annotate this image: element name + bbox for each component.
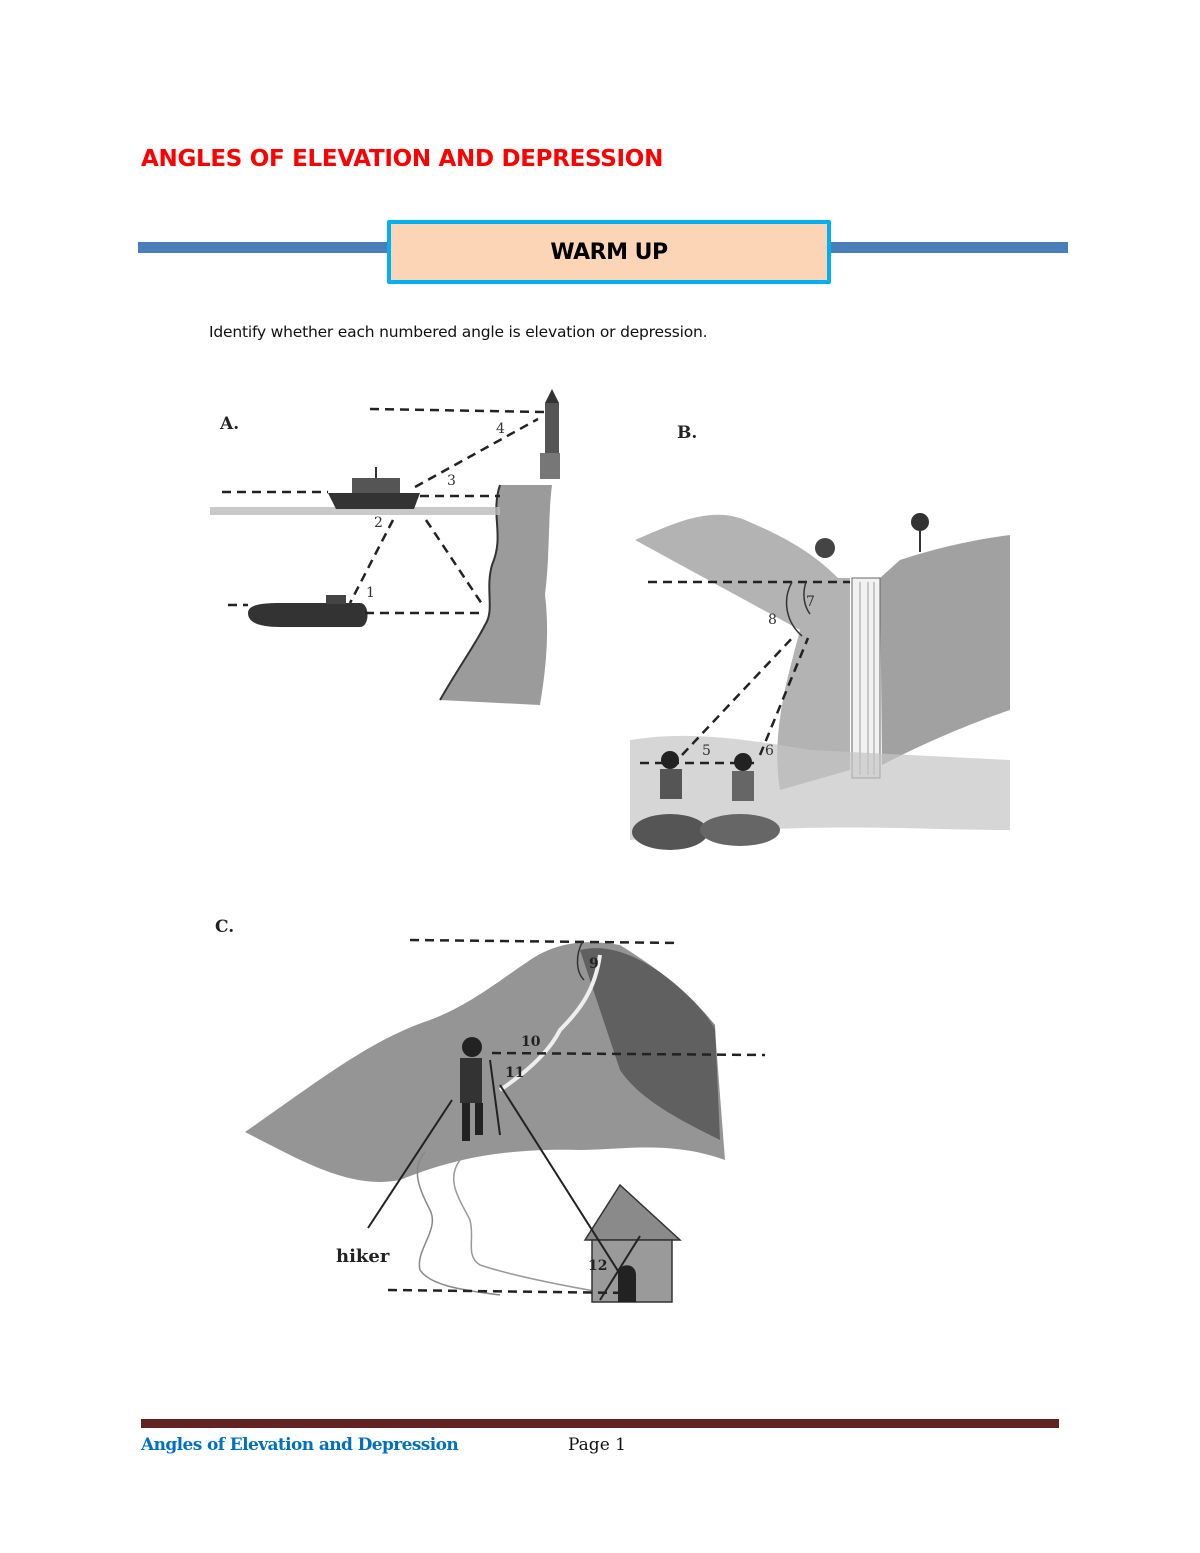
angle-11-label: 11 [505,1065,524,1081]
hiker-callout-label: hiker [336,1246,390,1267]
waterfall [851,577,881,779]
angle-7-label: 7 [806,594,815,610]
sight-line-12 [499,1084,633,1294]
right-cliff [880,535,1010,765]
page-title: ANGLES OF ELEVATION AND DEPRESSION [141,146,664,172]
angle-9-arc [576,940,585,981]
ground [630,735,1010,840]
angle-1-label: 1 [366,585,375,601]
boat-icon [328,493,420,509]
angle-6-label: 6 [765,743,774,759]
sight-lines-a [222,407,546,615]
angle-2-label: 2 [374,515,383,531]
footer-title: Angles of Elevation and Depression [141,1435,459,1455]
figure-b-label: B. [677,423,697,443]
trail [416,1151,501,1296]
sight-lines-b [640,580,850,765]
figure-a-label: A. [219,414,239,434]
angle-3-label: 3 [447,473,456,489]
angle-8-label: 8 [768,612,777,628]
figure-a-lighthouse: A. 4 3 2 1 [210,389,560,705]
angle-5-label: 5 [702,743,711,759]
angle-9-label: 9 [589,956,599,972]
angle-4-label: 4 [496,421,505,437]
footer-rule [141,1419,1059,1428]
instructions-text: Identify whether each numbered angle is … [209,323,708,341]
figure-c-mountain: C. 9 10 11 12 hiker [215,917,766,1303]
figure-b-waterfall: B. 7 8 5 6 [630,423,1010,850]
angle-12-label: 12 [588,1258,607,1274]
figure-c-label: C. [215,917,234,937]
section-banner-label: WARM UP [550,239,668,265]
hut-roof [583,1183,682,1241]
observer-1-icon [661,751,679,769]
angle-8-arc [785,581,803,637]
banner-rule-left [138,242,390,253]
sight-lines-c [387,938,766,1295]
banner-rule-right [828,242,1068,253]
hiker-icon [462,1037,482,1057]
angle-10-label: 10 [521,1034,541,1050]
tree-icon [911,513,929,531]
hiker-callout-line [367,1099,453,1229]
cliff-shape [440,485,552,705]
submarine-icon [248,603,368,627]
observer-2-icon [734,753,752,771]
footer-page-number: Page 1 [568,1435,626,1455]
angle-7-arc [803,581,811,615]
left-cliff [635,514,850,790]
section-banner: WARM UP [387,220,831,284]
water-surface [210,507,500,515]
